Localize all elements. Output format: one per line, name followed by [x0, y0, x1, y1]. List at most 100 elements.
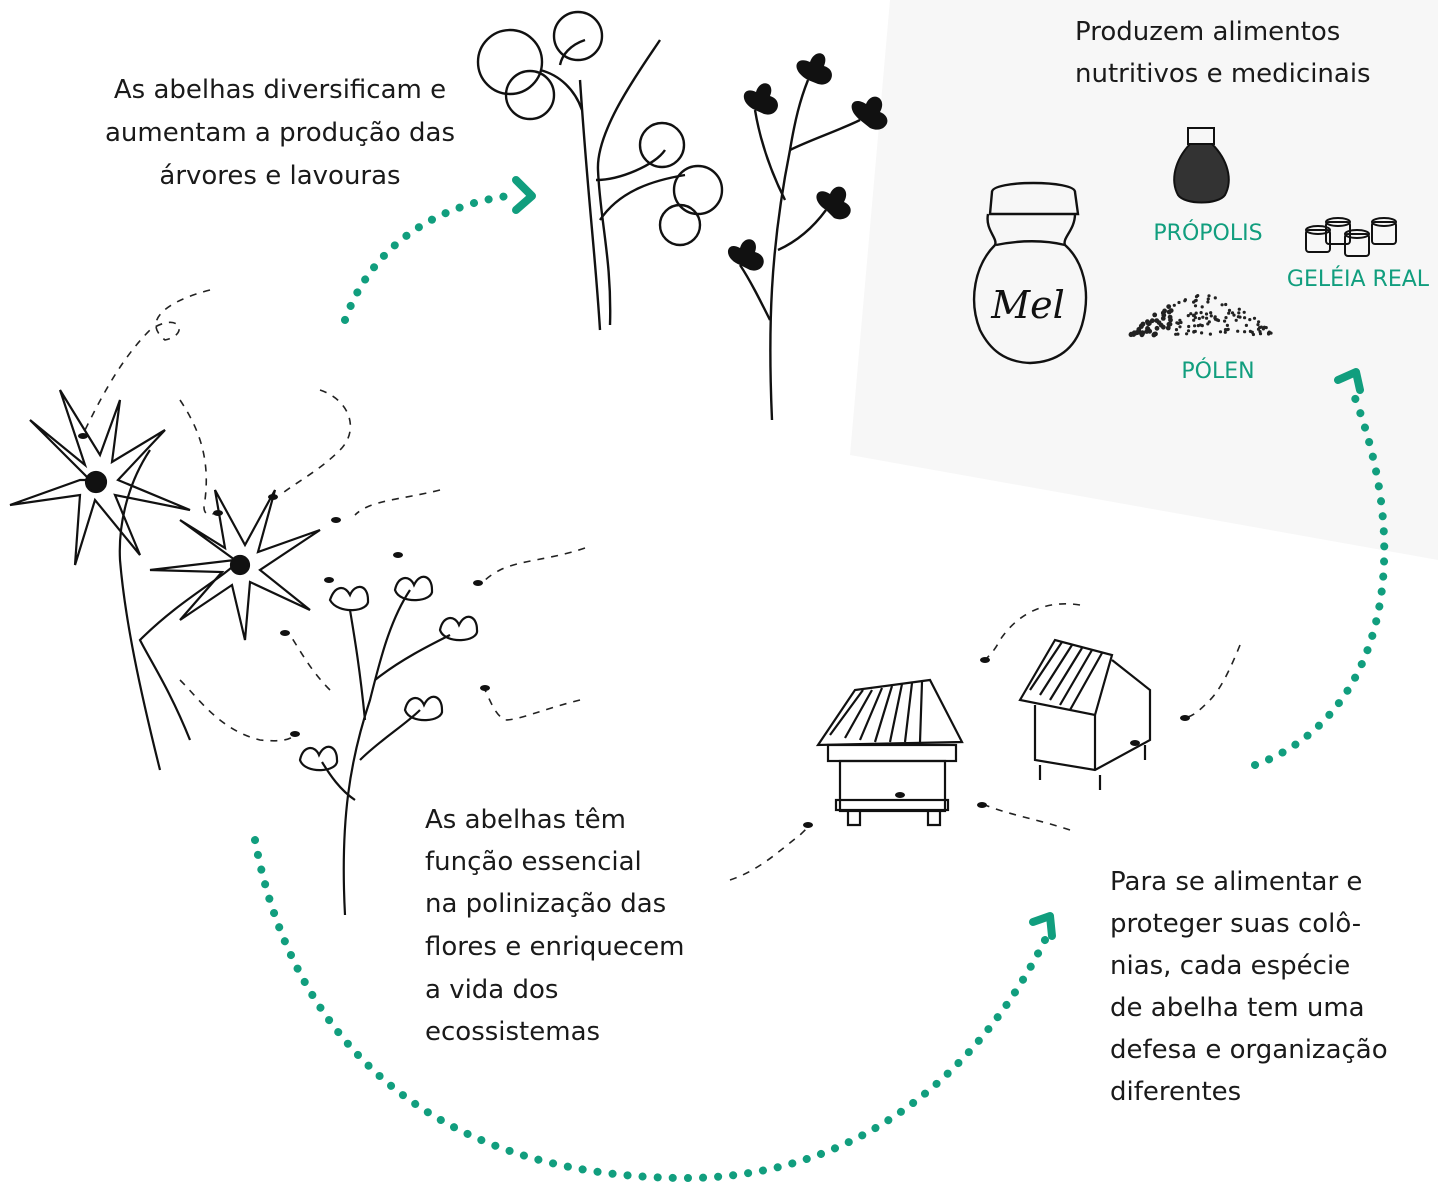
pollen-grain: [1205, 316, 1209, 320]
pollen-grain: [1207, 294, 1211, 298]
honey-jar-icon: [972, 181, 1088, 365]
dotted-arrow-icon: [1334, 368, 1364, 394]
pollen-grain: [1192, 330, 1196, 334]
pollen-grain: [1176, 321, 1180, 325]
pollen-grain: [1223, 328, 1228, 332]
pollen-grain: [1196, 294, 1200, 298]
pollen-grain: [1204, 312, 1209, 316]
pollen-grain: [1267, 330, 1271, 334]
pollen-grain: [1220, 303, 1224, 307]
pollen-label: PÓLEN: [1181, 358, 1254, 384]
pollen-grain: [1248, 329, 1252, 333]
caption-line: aumentam a produção das: [105, 118, 455, 148]
arrow-to-products: [1251, 381, 1389, 769]
caption-line: As abelhas têm: [425, 805, 626, 835]
pollen-grain: [1160, 316, 1166, 321]
pollen-grain: [1252, 316, 1257, 320]
pollen-grain: [1226, 327, 1230, 331]
products-panel: [850, 0, 1438, 560]
caption-pollination: As abelhas têm função essencial na polin…: [425, 805, 684, 1047]
pollen-grain: [1248, 318, 1252, 322]
pollen-grain: [1187, 324, 1191, 329]
cycle-arrows: [251, 191, 1389, 1183]
arrow-to-hives: [251, 836, 1049, 1183]
pollen-grain: [1185, 332, 1189, 336]
pollen-grain: [1237, 311, 1241, 315]
pollen-grain: [1178, 318, 1182, 322]
royal-jelly-label: GELÉIA REAL: [1287, 266, 1430, 292]
pollen-grain: [1223, 330, 1227, 334]
pollen-grain: [1223, 319, 1227, 323]
pollen-grain: [1186, 314, 1190, 318]
pollen-grain: [1236, 329, 1240, 333]
dotted-arrow-icon: [1029, 912, 1056, 940]
pollen-grain: [1154, 325, 1160, 331]
arrow-to-trees: [341, 191, 519, 324]
pollen-grain: [1232, 313, 1236, 317]
caption-line: função essencial: [425, 847, 642, 877]
caption-line: nias, cada espécie: [1110, 951, 1350, 981]
dotted-arrow-icon: [512, 176, 536, 214]
pollen-grain: [1174, 328, 1179, 332]
pollen-grain: [1197, 316, 1201, 321]
pollen-grain: [1172, 303, 1176, 307]
caption-line: a vida dos: [425, 975, 558, 1005]
pollen-grain: [1218, 330, 1223, 334]
caption-line: de abelha tem uma: [1110, 993, 1365, 1023]
pollen-grain: [1161, 324, 1166, 330]
bee-icon: [78, 433, 1190, 828]
pollen-grain: [1209, 314, 1213, 318]
pollen-grain: [1193, 324, 1197, 328]
pollen-grain: [1177, 300, 1181, 305]
pollen-grain: [1201, 315, 1205, 319]
tree-icon: [476, 10, 724, 331]
pollen-grain: [1145, 326, 1151, 332]
pollen-grain: [1154, 318, 1160, 323]
pollen-grain: [1224, 316, 1228, 320]
pollen-grain: [1146, 321, 1152, 326]
pollen-grain: [1200, 331, 1204, 335]
pollen-grain: [1208, 332, 1212, 336]
pollen-grain: [1261, 327, 1265, 331]
pollen-grain: [1257, 320, 1261, 324]
pollen-grain: [1132, 330, 1138, 336]
pollen-grain: [1152, 312, 1158, 318]
pollen-grain: [1193, 304, 1198, 308]
pollen-grain: [1176, 332, 1180, 336]
pollen-grain: [1192, 318, 1196, 322]
caption-line: proteger suas colô-: [1110, 909, 1361, 939]
caption-line: flores e enriquecem: [425, 932, 684, 962]
arrow-heads: [512, 176, 1364, 940]
pollen-grain: [1258, 332, 1263, 336]
pollen-grain: [1251, 332, 1255, 337]
pollen-grain: [1193, 316, 1197, 320]
pollen-grain: [1213, 315, 1217, 319]
caption-line: ecossistemas: [425, 1017, 600, 1047]
pollen-grain: [1193, 299, 1197, 303]
pollen-grain: [1244, 323, 1248, 327]
propolis-jar-icon: [1173, 127, 1230, 204]
caption-products: Produzem alimentos nutritivos e medicina…: [1075, 17, 1371, 89]
pollen-grain: [1237, 307, 1241, 311]
pollen-grain: [1136, 327, 1142, 332]
pollen-grain: [1234, 318, 1238, 322]
caption-line: Produzem alimentos: [1075, 17, 1340, 47]
pollen-grain: [1242, 310, 1246, 314]
pollen-grain: [1166, 304, 1172, 309]
propolis-label: PRÓPOLIS: [1153, 220, 1262, 246]
pollen-grain: [1198, 323, 1202, 327]
caption-line: Para se alimentar e: [1110, 867, 1362, 897]
pollen-grain: [1151, 332, 1157, 338]
pollen-grain: [1206, 322, 1210, 326]
pollen-grain: [1200, 305, 1204, 309]
pollen-grain: [1227, 308, 1232, 312]
pollen-grain: [1243, 316, 1247, 320]
pollen-grain: [1167, 321, 1173, 327]
caption-colonies: Para se alimentar e proteger suas colô- …: [1110, 867, 1388, 1107]
royal-jelly-cells-icon: [1305, 217, 1397, 257]
pollen-pile-icon: [1128, 294, 1273, 338]
pollen-grain: [1206, 297, 1210, 301]
pollen-grain: [1227, 311, 1231, 315]
pollen-grain: [1256, 323, 1260, 327]
